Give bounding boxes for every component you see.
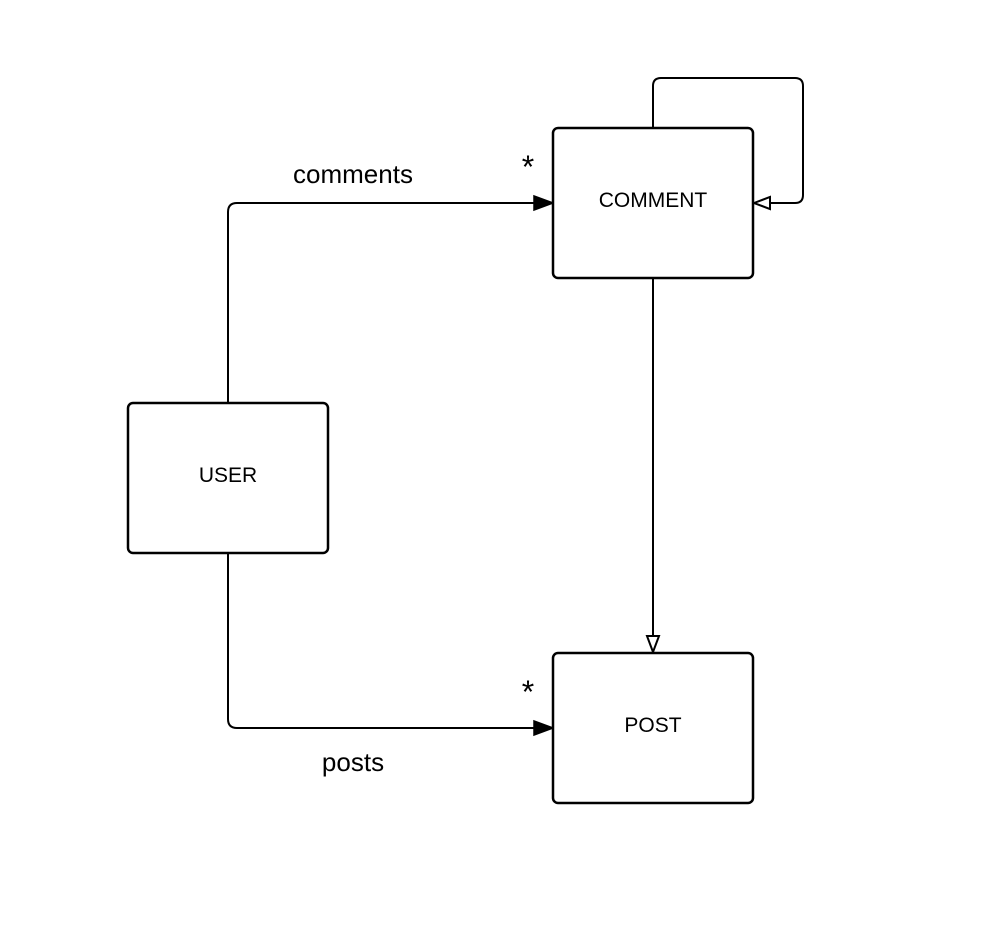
edge-user-posts (227, 553, 536, 729)
edge-label-comments: comments (293, 159, 413, 189)
node-post-box (551, 651, 755, 805)
node-user: USER (126, 401, 330, 555)
edge-comment-self (652, 77, 804, 204)
node-comment-label: COMMENT (599, 189, 708, 212)
multiplicity-comments: * (522, 149, 534, 185)
node-comment: COMMENT (551, 126, 755, 280)
multiplicity-posts: * (522, 674, 534, 710)
edge-label-posts: posts (322, 747, 384, 777)
arrowhead-user-posts (533, 719, 556, 737)
node-comment-box (551, 126, 755, 280)
node-post: POST (551, 651, 755, 805)
node-user-label: USER (199, 464, 257, 487)
node-post-label: POST (624, 714, 681, 737)
node-user-box (126, 401, 330, 555)
edge-user-comments (227, 202, 536, 403)
arrowhead-comment-self (751, 195, 771, 211)
arrowhead-comment-post (645, 635, 661, 655)
arrowhead-user-comments (533, 194, 556, 212)
